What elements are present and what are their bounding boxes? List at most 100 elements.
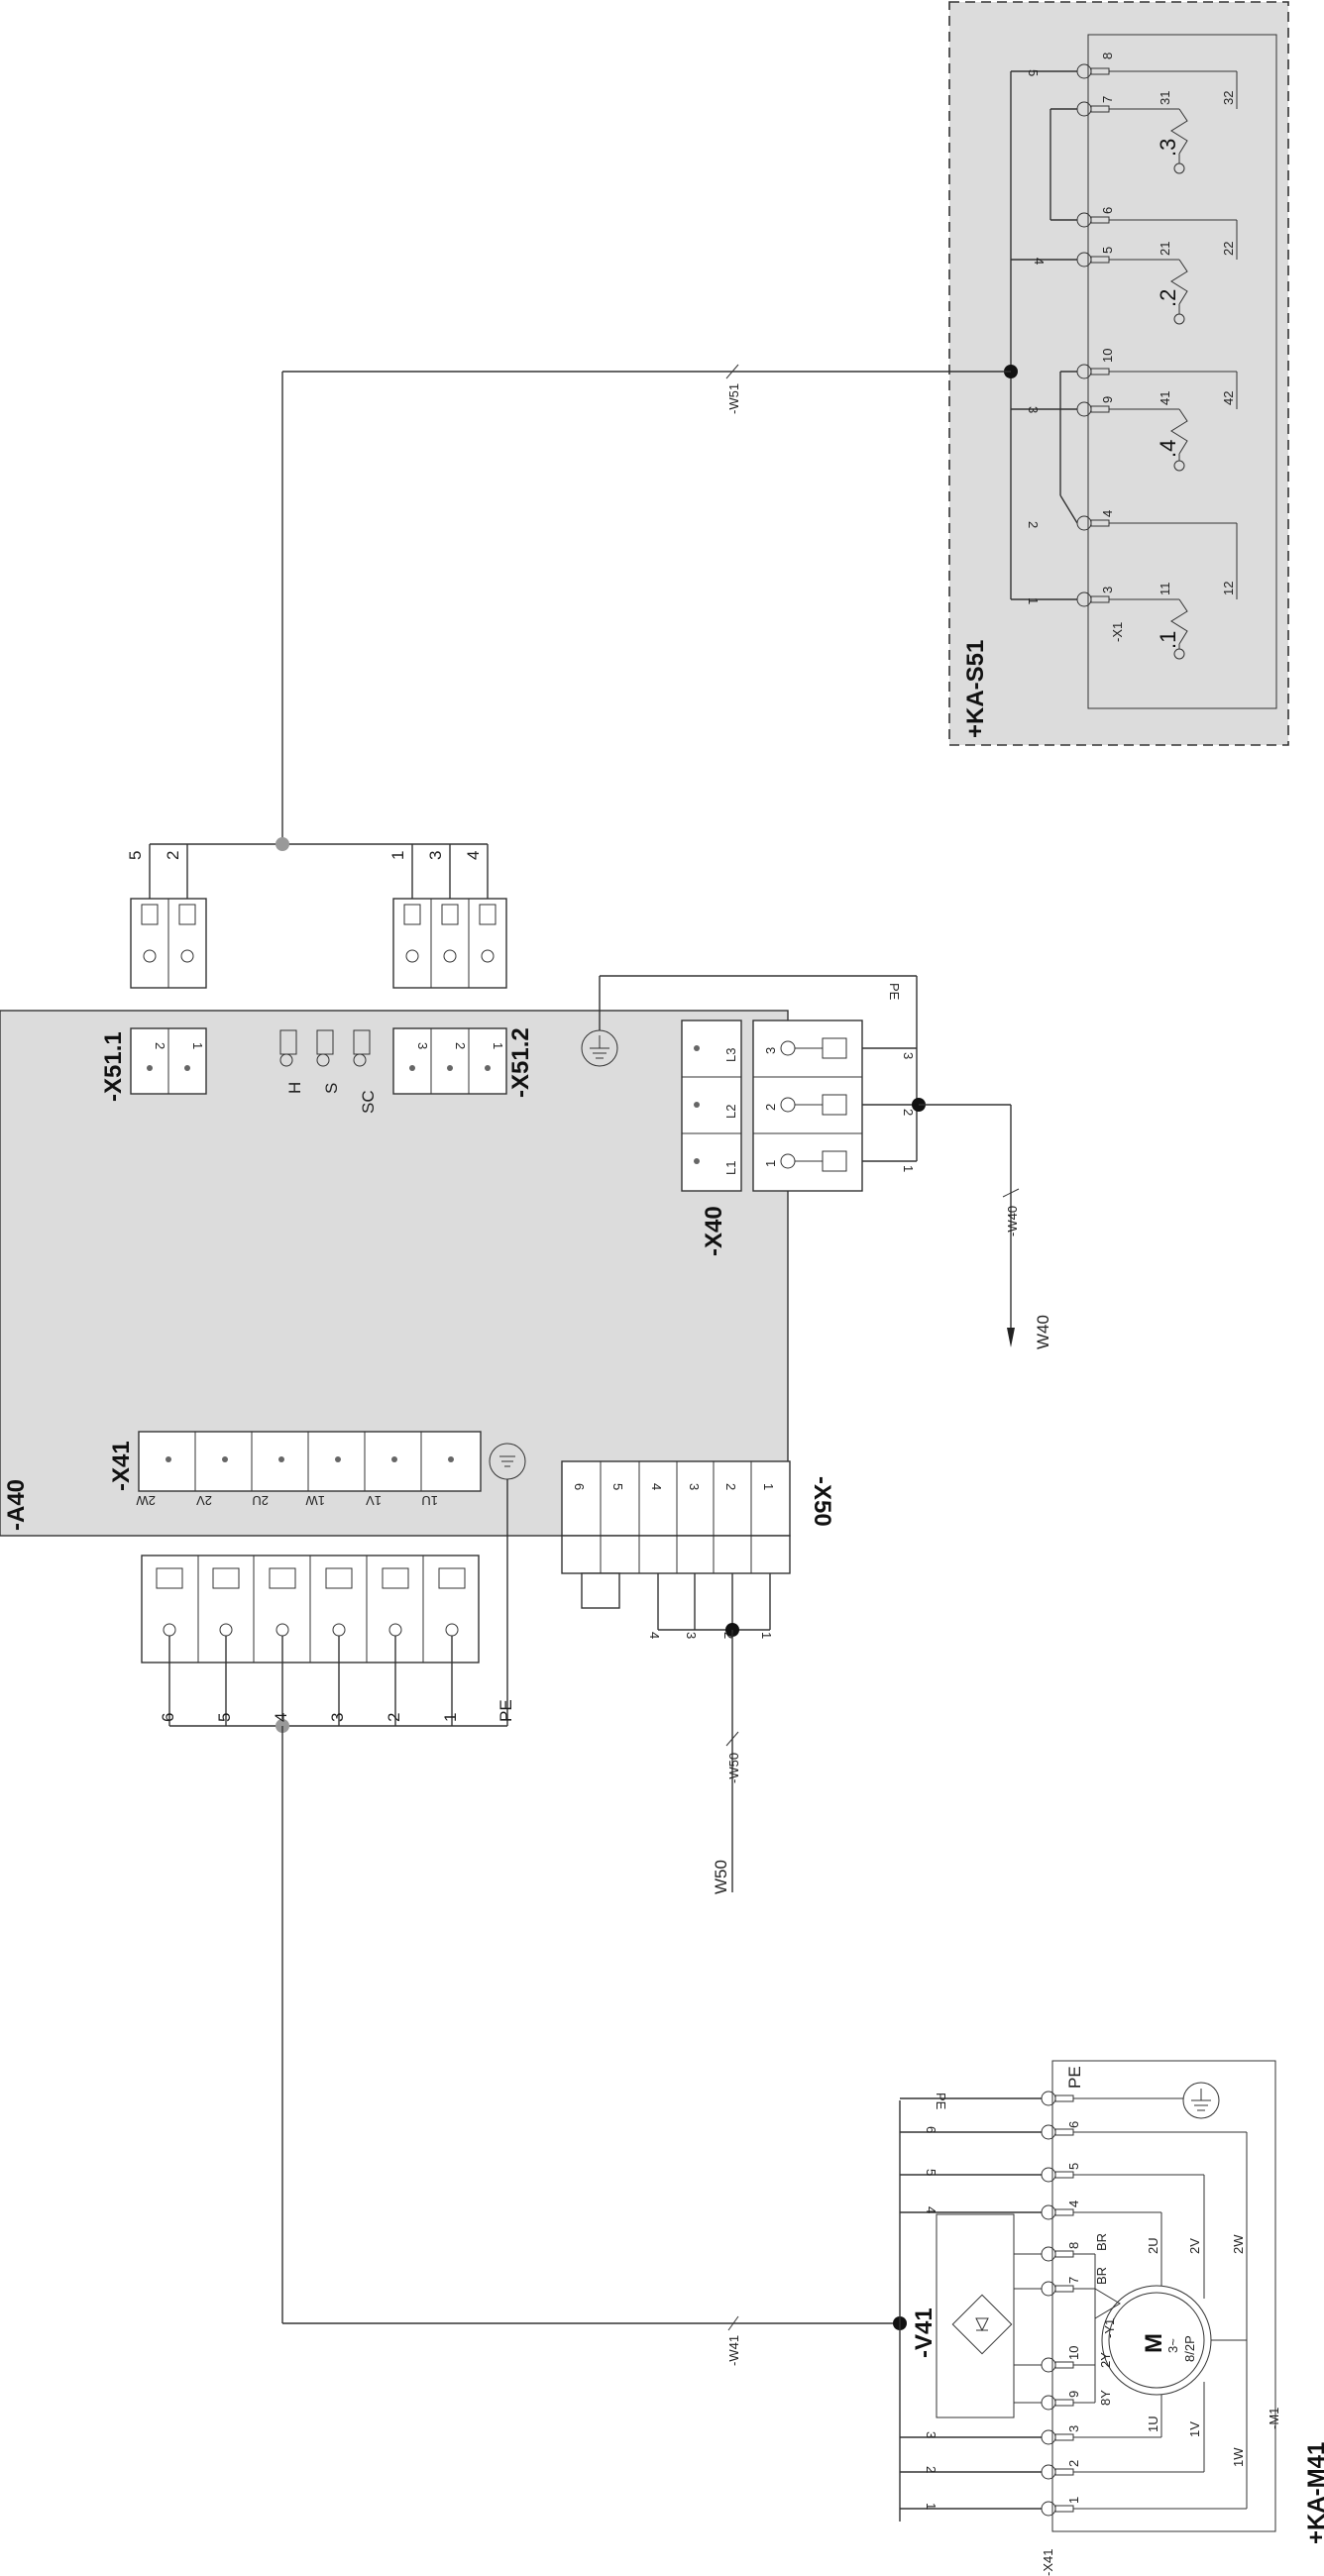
x41-wire-number: 5 (215, 1713, 234, 1722)
x1-label: -X1 (1110, 622, 1125, 642)
motor-letter: M (1141, 2333, 1167, 2353)
ka-m41-wire-number: 2 (924, 2466, 938, 2473)
ka-m41-terminals: PE 6 5 4 8 7 10 9 3 2 1 (1041, 2066, 1084, 2517)
x50-wire-number: 3 (684, 1632, 699, 1639)
winding-label: 1U (1146, 2415, 1160, 2432)
w50-label: W50 (712, 1860, 730, 1894)
winding-label: 2U (1146, 2237, 1160, 2254)
contact-pin: 12 (1221, 582, 1236, 595)
x40-pe-label: PE (887, 983, 902, 1001)
x50-connector: 6 5 4 3 2 1 -X50 -W50 W50 4 3 2 1 (561, 1460, 835, 1894)
ka-m41-terminal: 2 (1066, 2460, 1081, 2467)
v41-rectifier: -V41 (893, 2100, 1042, 2522)
x51-2-connector: 3 2 1 -X51.2 (392, 1027, 534, 1098)
w40-cable-label: -W40 (1005, 1206, 1020, 1236)
winding-label: 1V (1187, 2421, 1202, 2437)
x50-terminal: 1 (761, 1483, 776, 1490)
ka-m41-wire-number: 4 (924, 2206, 938, 2213)
x51-plugs: 5 2 1 3 4 (126, 372, 507, 989)
brake-label: 8Y (1098, 2390, 1113, 2406)
ka-s51-contacts: 31 32 .3 21 22 .2 41 42 .4 (1109, 70, 1238, 660)
v41-label: -V41 (911, 2308, 938, 2358)
contact-number: .2 (1156, 289, 1180, 307)
ka-s51-terminal: 3 (1100, 587, 1115, 593)
x40-terminal: L1 (723, 1161, 738, 1175)
contact-pin: 21 (1158, 242, 1172, 256)
ka-m41-terminal: PE (1065, 2066, 1084, 2089)
winding-label: 1W (1231, 2447, 1246, 2467)
m1-label: -M1 (1267, 2408, 1281, 2429)
x41-wire-number: 4 (272, 1713, 290, 1722)
x41-terminal: 2W (136, 1493, 156, 1508)
ka-s51-label: +KA-S51 (962, 640, 989, 738)
x51-1-label: -X51.1 (100, 1031, 127, 1102)
x41-terminal: 2V (196, 1493, 212, 1508)
x51-wire-number: 2 (164, 851, 182, 860)
x41-label: -X41 (108, 1441, 135, 1491)
ka-m41-terminal: 1 (1066, 2497, 1081, 2504)
x40-plug-number: 1 (763, 1160, 778, 1167)
x40-label: -X40 (701, 1206, 727, 1256)
x41-wire-number: 3 (328, 1713, 347, 1722)
x51-wire-number: 1 (388, 851, 407, 860)
x51-2-pin: 2 (453, 1042, 468, 1049)
ka-s51-terminal: 7 (1100, 96, 1115, 103)
ka-m41-wire-number: 1 (924, 2503, 938, 2510)
ka-m41-terminal: 3 (1066, 2425, 1081, 2432)
h-label: H (285, 1082, 304, 1094)
motor-m1: M 3~ 8/2P -Y1 BR BR 2Y 8Y (1073, 2131, 1248, 2510)
ka-m41-terminal: 5 (1066, 2163, 1081, 2170)
ka-m41-terminal: 6 (1066, 2121, 1081, 2128)
contact-pin: 32 (1221, 91, 1236, 105)
w50-cable-label: -W50 (726, 1753, 741, 1783)
motor-poles: 8/2P (1182, 2335, 1197, 2362)
ka-m41-terminal: 7 (1066, 2277, 1081, 2284)
x41-terminal: 1V (366, 1493, 382, 1508)
w41-cable-label: -W41 (726, 2335, 741, 2366)
ka-s51-wire-number: 2 (1026, 521, 1041, 528)
x51-1-pin: 1 (190, 1042, 205, 1049)
ka-s51-wiring: -W51 5 4 3 2 1 (282, 69, 1078, 604)
contact-pin: 41 (1158, 391, 1172, 405)
x50-terminal: 4 (649, 1483, 664, 1490)
brake-label: BR (1094, 2233, 1109, 2251)
x40-wire-number: 1 (901, 1165, 916, 1172)
ka-m41-terminal: 4 (1066, 2200, 1081, 2207)
x51-wire-number: 3 (426, 851, 445, 860)
motor-three-phase: 3~ (1165, 2338, 1180, 2353)
x41-terminal: 1U (421, 1493, 438, 1508)
x40-terminal: L2 (723, 1105, 738, 1119)
x50-terminal: 2 (723, 1483, 738, 1490)
ka-m41-unit: +KA-M41 -X41 -M1 PE 6 5 4 8 7 10 9 3 2 (893, 2060, 1324, 2576)
y1-label: -Y1 (1102, 2318, 1117, 2338)
ka-m41-wires: PE 6 5 4 3 2 1 (900, 2093, 1042, 2510)
x50-wire-number: 1 (759, 1632, 774, 1639)
x40-wire-number: 2 (901, 1109, 916, 1116)
ka-s51-terminal: 5 (1100, 247, 1115, 254)
ka-m41-wire-number: 5 (924, 2169, 938, 2176)
x51-2-label: -X51.2 (507, 1027, 534, 1098)
x50-terminal: 3 (687, 1483, 702, 1490)
x41-pe-label: PE (496, 1699, 515, 1722)
x40-terminal: L3 (723, 1048, 738, 1062)
contact-number: .4 (1156, 440, 1180, 458)
x41-connector: 2W 2V 2U 1W 1V 1U -X41 (108, 1431, 900, 2366)
x41-bottom-label: -X41 (1041, 2549, 1055, 2576)
ka-s51-wire-number: 3 (1026, 406, 1041, 413)
ka-s51-terminal: 10 (1100, 349, 1115, 363)
sc-label: SC (359, 1090, 378, 1114)
ka-s51-terminal: 4 (1100, 510, 1115, 517)
ka-s51-wire-number: 1 (1026, 597, 1041, 604)
contact-number: .1 (1156, 631, 1180, 649)
x40-plug-number: 2 (763, 1104, 778, 1111)
contact-pin: 22 (1221, 242, 1236, 256)
x41-wire-number: 1 (441, 1713, 460, 1722)
x51-2-pin: 1 (491, 1042, 505, 1049)
hs-sc-selector: H S SC (279, 1029, 378, 1114)
brake-label: 2Y (1098, 2352, 1113, 2368)
x41-wire-number: 2 (385, 1713, 403, 1722)
x40-connector: L3 L2 L1 -X40 3 2 1 -W40 W40 3 2 1 (581, 975, 1052, 1349)
a40-label: -A40 (3, 1479, 30, 1531)
x50-wire-number: 2 (721, 1632, 736, 1639)
